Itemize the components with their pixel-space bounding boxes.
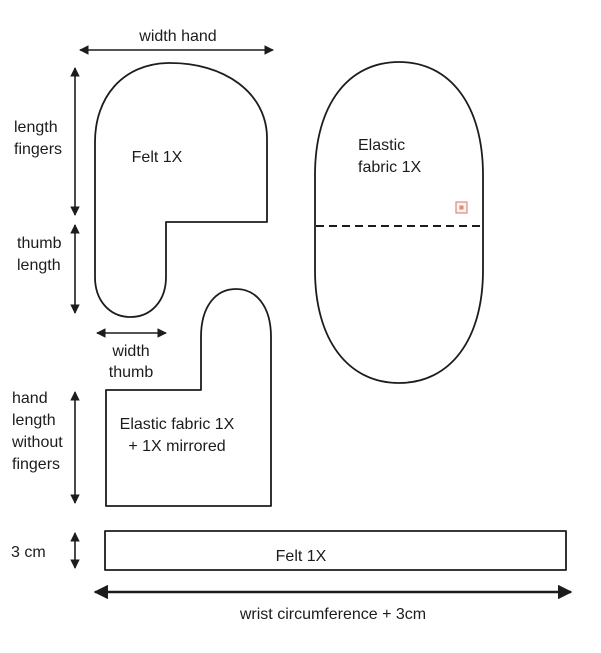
felt-mitten-piece-label: Felt 1X <box>132 149 183 166</box>
length-fingers-label-line1: length <box>14 119 58 136</box>
elastic-palm-piece-label-line2: + 1X mirrored <box>128 438 225 455</box>
wrist-circumference-label: wrist circumference + 3cm <box>239 606 426 623</box>
felt-strip-piece-outline <box>104 530 567 571</box>
thumb-length-label-line1: thumb <box>17 235 62 252</box>
hand-length-label-line3: without <box>11 434 63 451</box>
width-thumb-label-line2: thumb <box>109 364 154 381</box>
hand-length-label-line2: length <box>12 412 56 429</box>
felt-mitten-piece-outline <box>94 62 268 318</box>
elastic-palm-piece-outline <box>105 288 272 507</box>
width-thumb-label-line1: width <box>111 343 149 360</box>
elastic-oval-piece-label-line2: fabric 1X <box>358 159 421 176</box>
felt-strip-piece-label: Felt 1X <box>276 548 327 565</box>
image-marker-icon <box>455 201 468 214</box>
strip-height-label: 3 cm <box>11 544 46 561</box>
elastic-oval-piece-label-line1: Elastic <box>358 137 405 154</box>
hand-length-label-line4: fingers <box>12 456 60 473</box>
width-hand-label: width hand <box>138 28 216 45</box>
length-fingers-label-line2: fingers <box>14 141 62 158</box>
elastic-palm-piece-label-line1: Elastic fabric 1X <box>120 416 235 433</box>
elastic-oval-piece-outline <box>314 61 484 384</box>
thumb-length-label-line2: length <box>17 257 61 274</box>
hand-length-label-line1: hand <box>12 390 48 407</box>
